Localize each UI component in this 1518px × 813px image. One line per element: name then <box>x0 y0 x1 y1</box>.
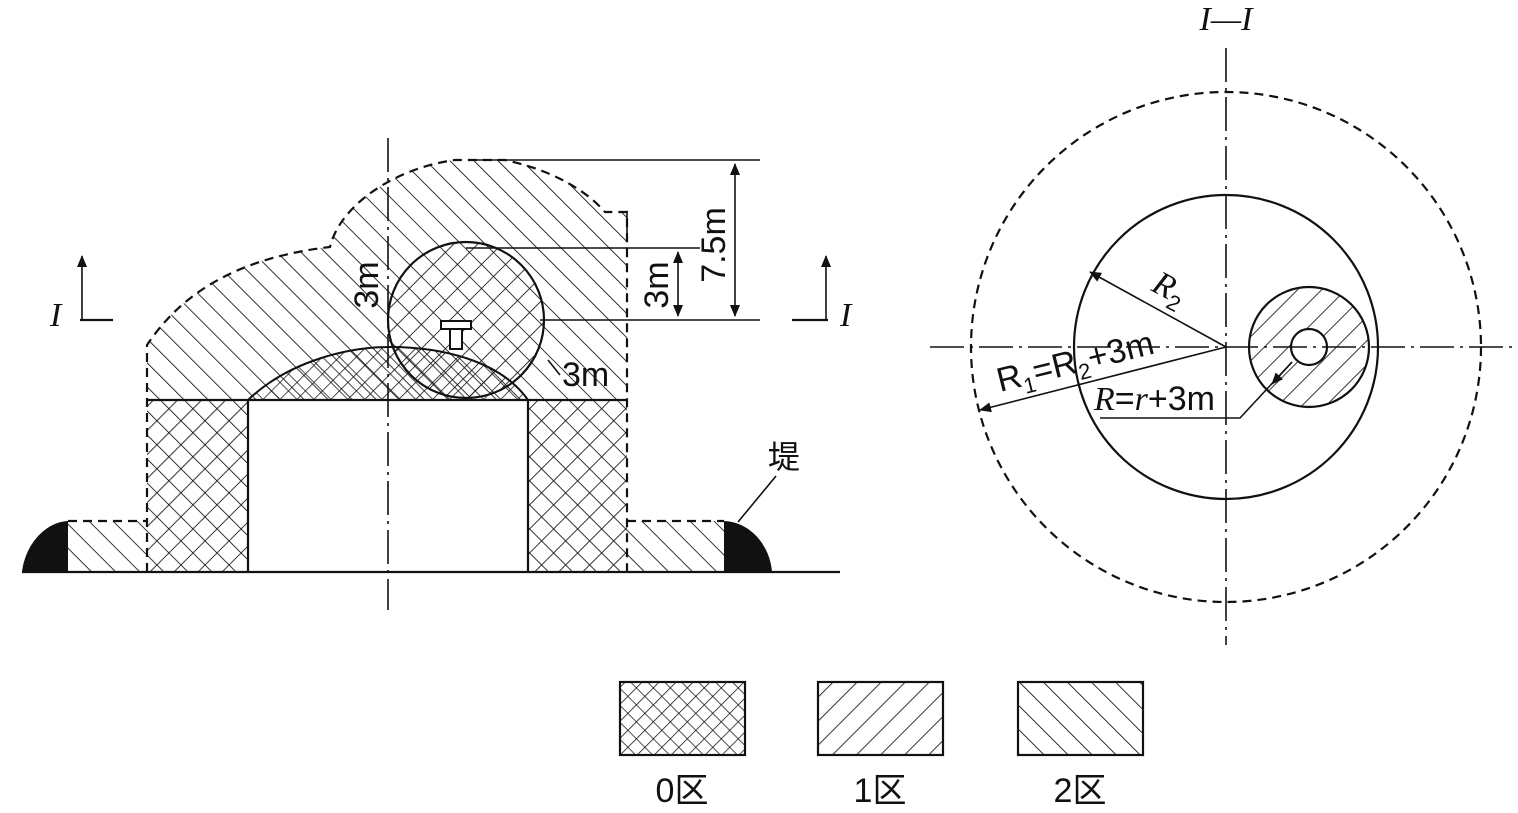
section-mark-left: I <box>49 255 113 334</box>
zone1-wall-left <box>147 400 248 572</box>
dim-sphere-left: 3m <box>348 261 386 308</box>
legend-label-zone1: 1区 <box>854 772 907 810</box>
legend-swatch-zone2 <box>1016 680 1145 757</box>
dim-sphere-height: 3m <box>638 261 676 308</box>
zone1-wall-right <box>528 400 627 572</box>
dim-total-height: 7.5m <box>695 207 733 283</box>
legend-swatch-zone1 <box>816 680 945 757</box>
dike-right <box>724 521 772 572</box>
dim-sphere-right: 3m <box>562 356 609 394</box>
svg-text:I: I <box>839 297 853 334</box>
vent-pipe <box>440 320 472 330</box>
dike-left <box>22 521 68 572</box>
radius-r2-label: R2 <box>1143 264 1193 317</box>
elevation-view: 7.5m 3m 3m 3m I I 堤 <box>22 138 853 610</box>
svg-text:I: I <box>49 297 63 334</box>
zone2-ground-left <box>68 521 147 572</box>
section-view: I—I R2 R1=R2+3m R=r+3m <box>930 1 1518 645</box>
zone0-dome <box>245 345 530 401</box>
radius-r-label: R=r+3m <box>1093 380 1215 418</box>
section-title: I—I <box>1199 1 1255 38</box>
dike-label: 堤 <box>768 439 800 475</box>
section-mark-right: I <box>792 255 853 334</box>
legend-label-zone0: 0区 <box>656 772 709 810</box>
legend-swatch-zone0 <box>618 680 747 757</box>
legend-label-zone2: 2区 <box>1054 772 1107 810</box>
legend: 0区 1区 2区 <box>618 680 1145 810</box>
zone2-ground-right <box>627 521 724 572</box>
